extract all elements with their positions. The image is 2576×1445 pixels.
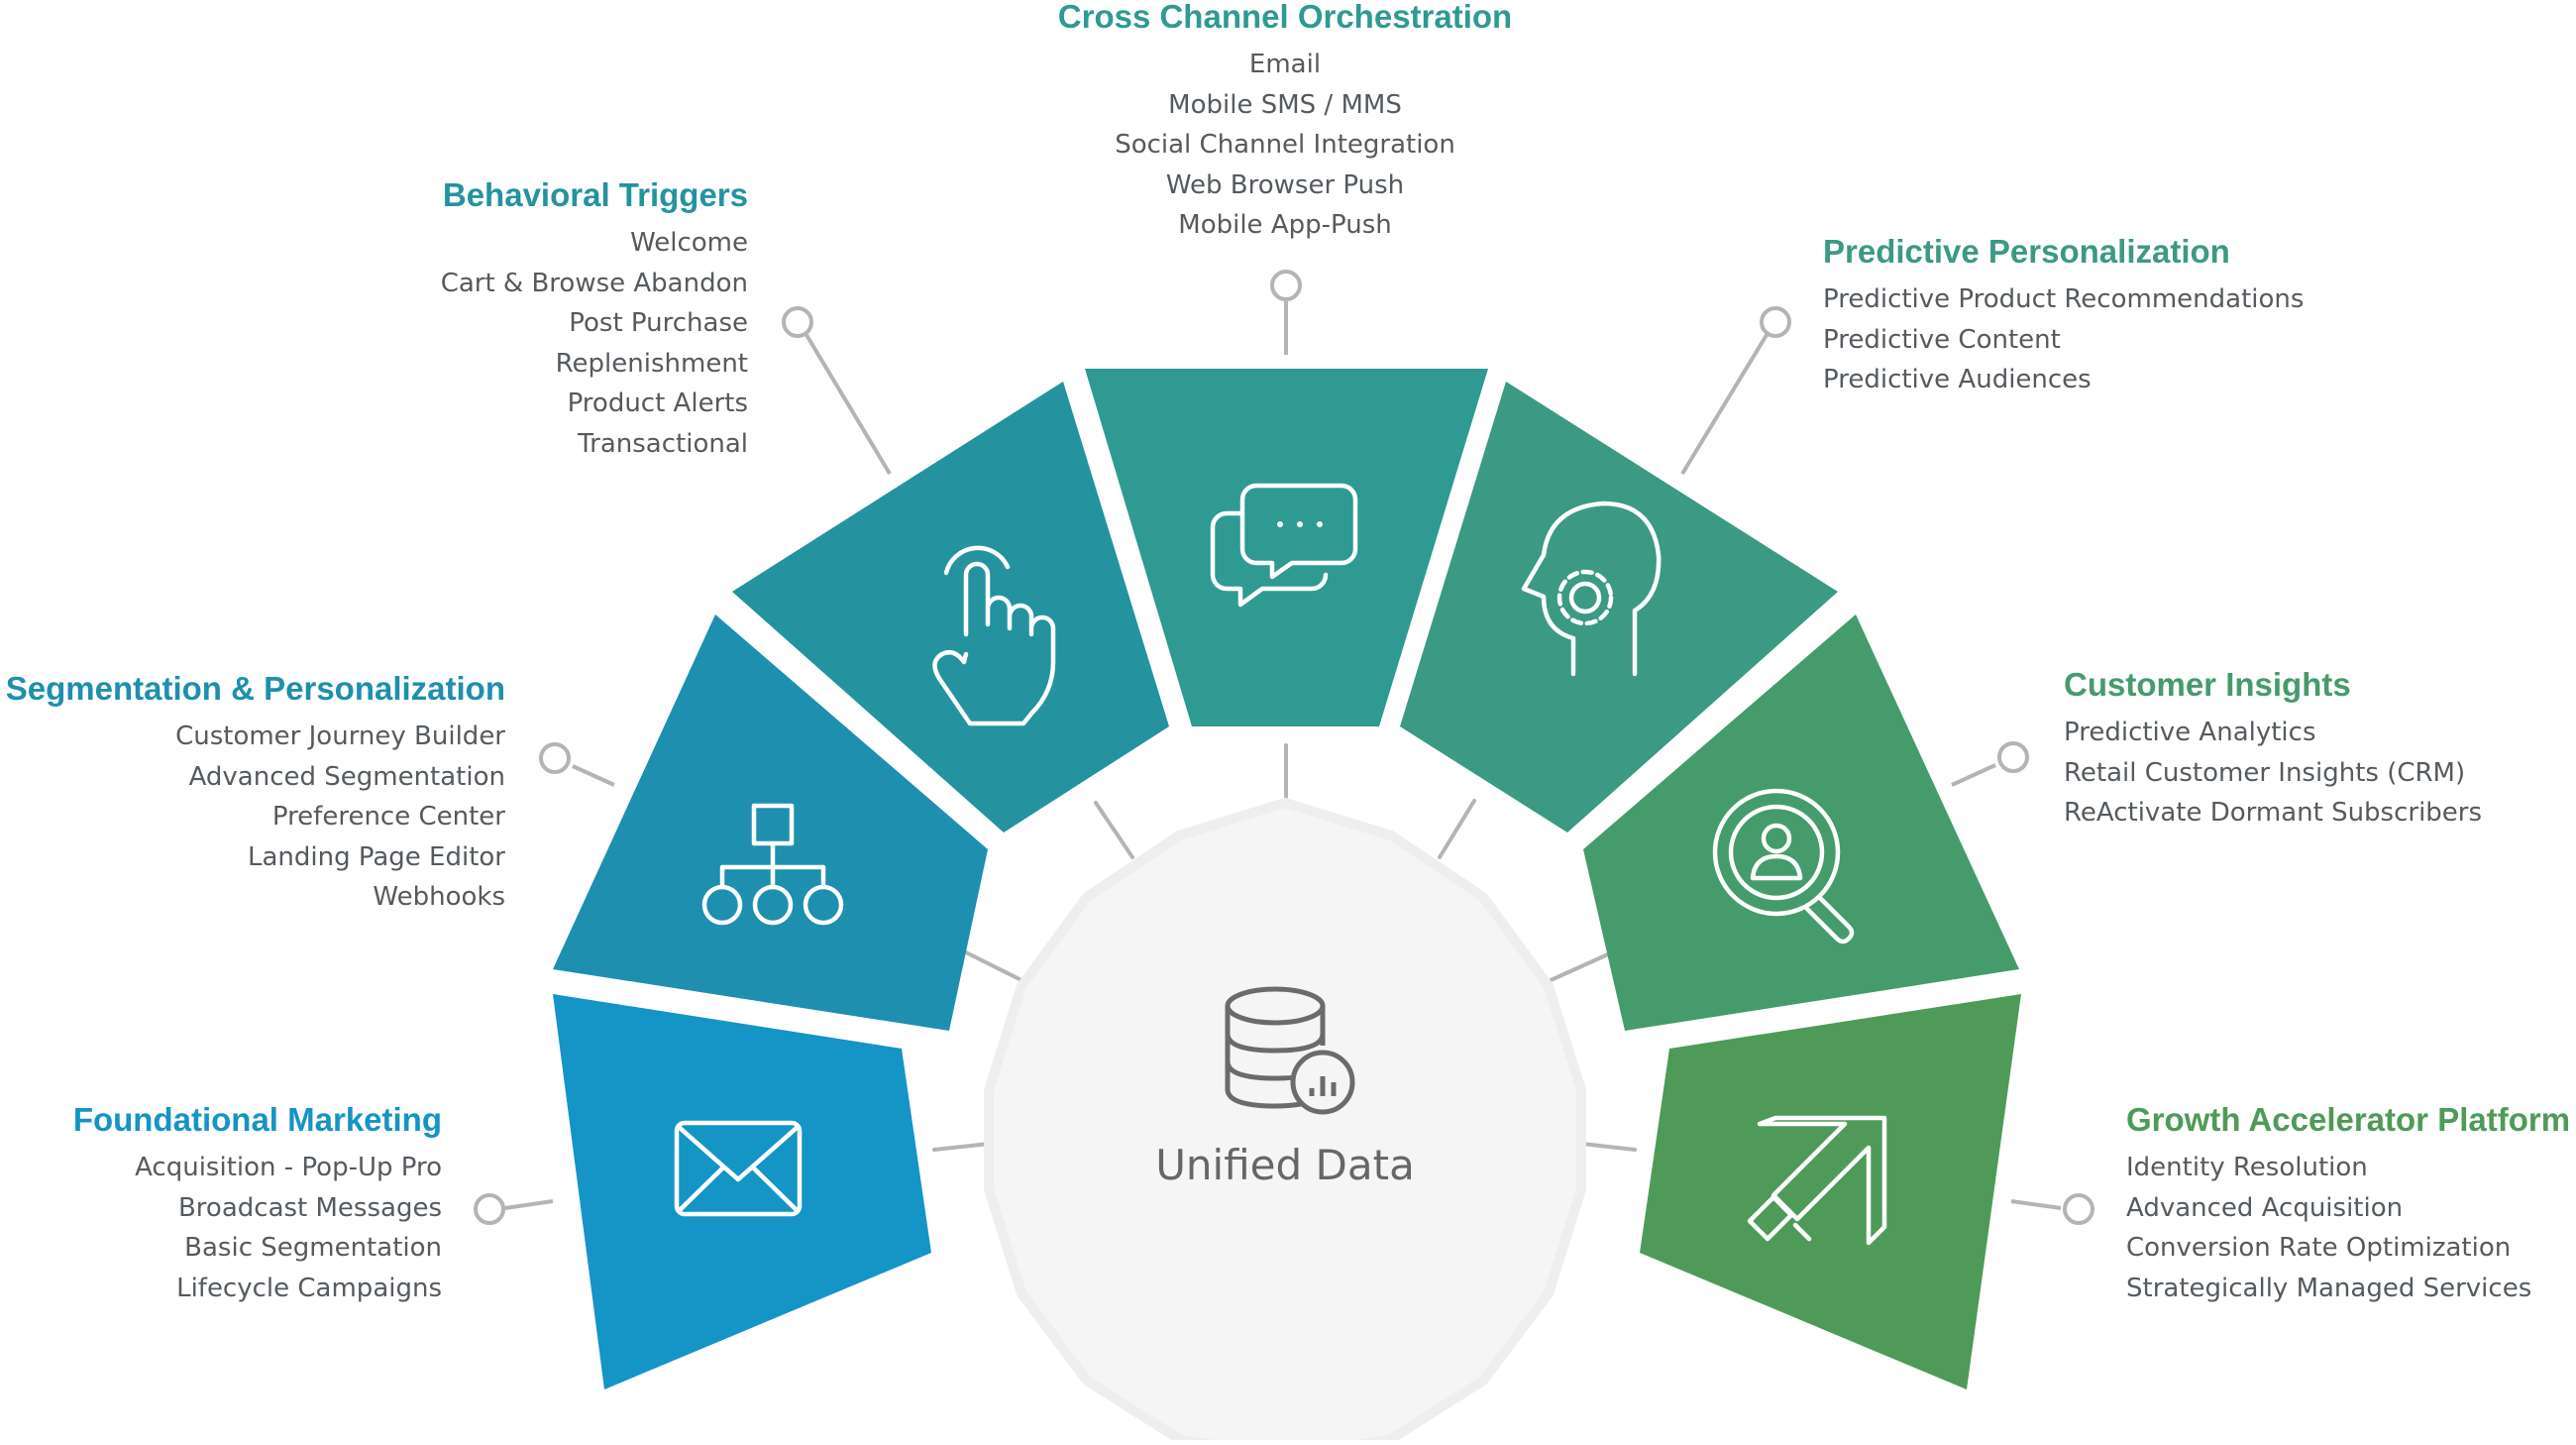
list-item: Acquisition - Pop-Up Pro [135,1153,442,1182]
list-item: Conversion Rate Optimization [2126,1233,2512,1263]
connector-behavioral [805,333,892,476]
envelope-icon [674,1120,803,1217]
item-list-behavioral: Welcome Cart & Browse Abandon Post Purch… [0,223,748,464]
list-item: Mobile App-Push [1178,210,1392,240]
connector-predictive [1680,333,1769,476]
segment-foundational[interactable] [553,994,931,1389]
pointer-hand-icon [932,545,1056,726]
connector-growth [2010,1199,2062,1210]
group-growth: Growth Accelerator Platform Identity Res… [2126,1100,2576,1308]
list-item: Advanced Segmentation [188,761,505,792]
connector-pin-foundational [474,1193,505,1225]
segment-segmentation[interactable] [553,614,988,1031]
item-list-predictive: Predictive Product Recommendations Predi… [1823,279,2576,400]
head-gear-icon [1521,500,1662,677]
segment-growth[interactable] [1640,994,2021,1389]
connector-pin-insights [1997,741,2029,773]
item-list-cross-channel: Email Mobile SMS / MMS Social Channel In… [988,45,1582,246]
hub-connector-segmentation [962,949,1025,983]
group-title-segmentation: Segmentation & Personalization [5,670,505,707]
list-item: Predictive Content [1823,324,2061,355]
hub-label: Unified Data [1155,1141,1415,1189]
group-title-behavioral: Behavioral Triggers [442,176,748,213]
list-item: Predictive Product Recommendations [1823,284,2305,314]
hub-connector-behavioral [1094,801,1134,859]
magnifier-person-icon [1712,788,1855,945]
segment-cross-channel[interactable] [1085,369,1488,726]
list-item: Replenishment [555,348,748,379]
group-behavioral: Behavioral Triggers Welcome Cart & Brows… [0,175,748,464]
list-item: Preference Center [271,802,505,832]
list-item: Post Purchase [569,308,748,338]
list-item: Lifecycle Campaigns [176,1273,442,1303]
segment-predictive[interactable] [1400,382,1838,833]
connector-pin-behavioral [782,306,813,338]
growth-arrow-icon [1747,1115,1887,1246]
list-item: Transactional [578,428,748,459]
database-chart-icon [1225,986,1355,1115]
list-item: Social Channel Integration [1115,130,1455,160]
list-item: Predictive Audiences [1823,365,2092,394]
hub-connector-predictive [1438,799,1476,859]
group-title-growth: Growth Accelerator Platform [2126,1101,2571,1138]
chat-dot [1297,521,1303,527]
item-list-insights: Predictive Analytics Retail Customer Ins… [2064,713,2576,834]
hub-connector-insights [1547,951,1612,983]
connector-pin-segmentation [539,742,571,774]
hub-connectors [932,743,1637,1152]
chat-dot [1317,521,1323,527]
list-item: Mobile SMS / MMS [1168,89,1402,120]
group-title-cross-channel: Cross Channel Orchestration [1057,0,1513,35]
group-segmentation: Segmentation & Personalization Customer … [0,669,505,918]
list-item: Basic Segmentation [184,1233,442,1263]
group-insights: Customer Insights Predictive Analytics R… [2064,665,2576,834]
unified-data-hub [984,797,1586,1445]
item-list-segmentation: Customer Journey Builder Advanced Segmen… [0,717,505,918]
connector-segmentation [572,764,615,787]
chat-dot [1277,521,1283,527]
group-foundational: Foundational Marketing Acquisition - Pop… [0,1100,442,1308]
list-item: Cart & Browse Abandon [440,268,748,298]
list-item: Customer Journey Builder [175,722,505,751]
connector-pin-cross-channel [1270,270,1302,301]
list-item: Broadcast Messages [177,1192,442,1223]
group-title-predictive: Predictive Personalization [1823,233,2230,270]
item-list-growth: Identity Resolution Advanced Acquisition… [2126,1148,2576,1308]
list-item: Advanced Acquisition [2126,1192,2404,1223]
chat-bubbles-icon [1210,483,1358,608]
segment-insights[interactable] [1583,614,2019,1031]
connector-insights [1951,763,1996,787]
segment-behavioral[interactable] [732,382,1169,833]
list-item: Email [1248,50,1322,79]
list-item: Product Alerts [567,389,748,418]
list-item: Identity Resolution [2126,1153,2368,1182]
list-item: Welcome [630,228,748,258]
group-cross-channel: Cross Channel Orchestration Email Mobile… [988,0,1582,246]
list-item: Webhooks [373,882,505,912]
connector-pin-growth [2063,1193,2094,1225]
list-item: Predictive Analytics [2064,718,2316,747]
group-title-foundational: Foundational Marketing [72,1101,442,1138]
list-item: Strategically Managed Services [2126,1273,2532,1303]
item-list-foundational: Acquisition - Pop-Up Pro Broadcast Messa… [0,1148,442,1308]
org-chart-icon [701,803,844,926]
list-item: Web Browser Push [1165,169,1405,200]
outer-connectors [474,270,2094,1225]
list-item: Retail Customer Insights (CRM) [2064,757,2466,788]
list-item: Landing Page Editor [247,841,505,872]
group-title-insights: Customer Insights [2064,666,2351,703]
group-predictive: Predictive Personalization Predictive Pr… [1823,232,2576,400]
list-item: ReActivate Dormant Subscribers [2064,798,2483,828]
connector-foundational [504,1199,554,1210]
connector-pin-predictive [1760,306,1791,338]
